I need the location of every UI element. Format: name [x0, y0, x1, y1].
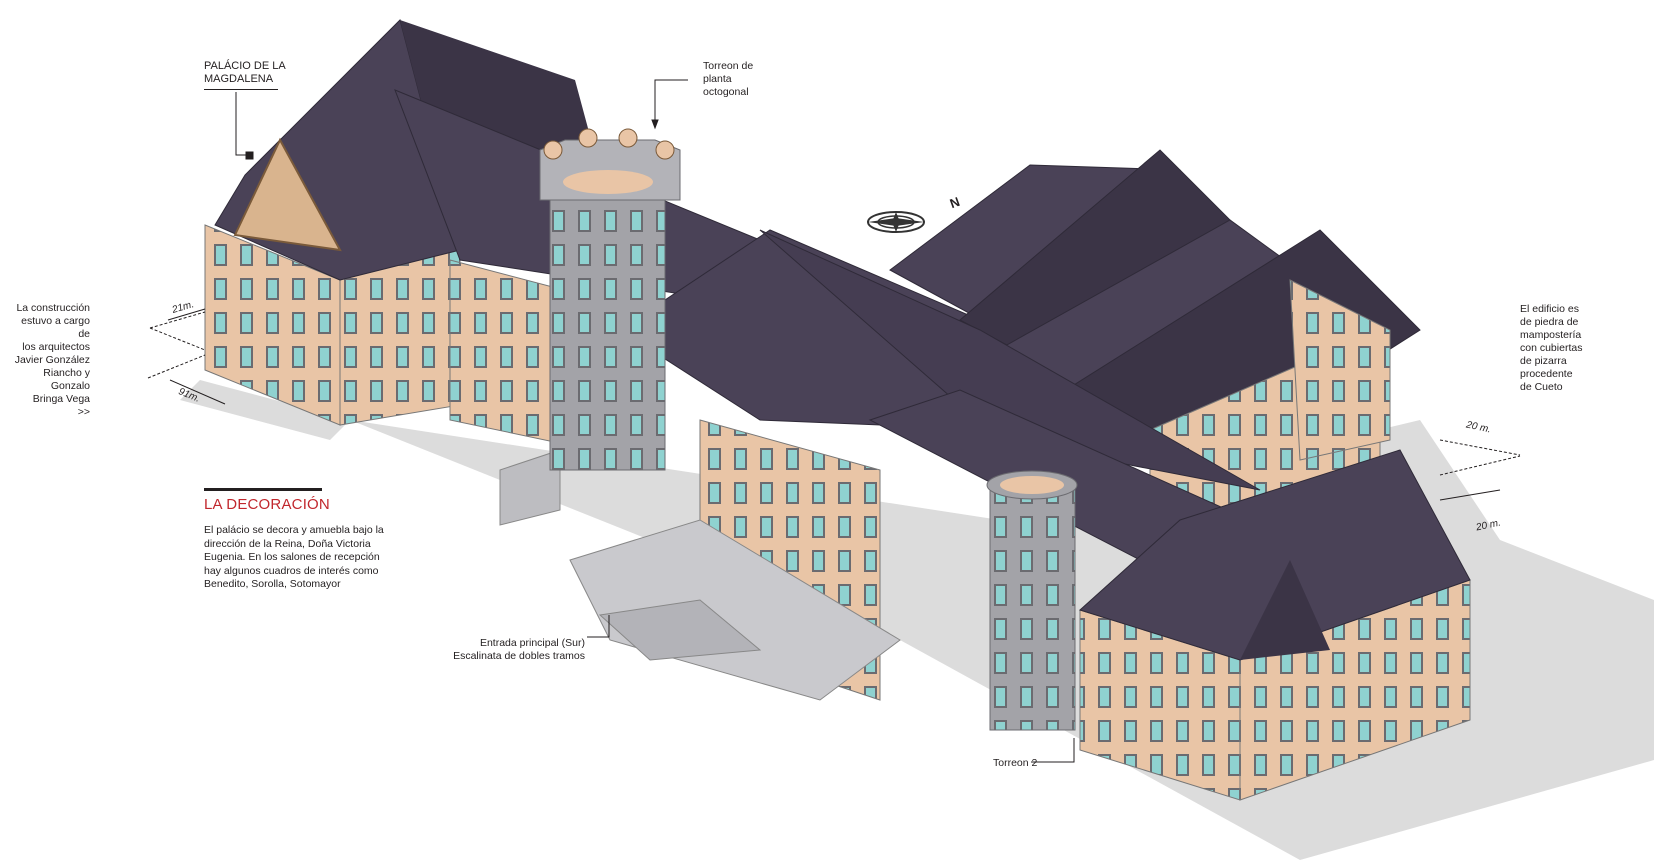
callout-materials: El edificio es de piedra de mampostería …	[1520, 303, 1583, 393]
callout-octagonal-tower: Torreon de planta octogonal	[703, 60, 754, 98]
callout-main-entrance: Entrada principal (Sur) Escalinata de do…	[453, 637, 585, 662]
palace-title: PALÁCIO DE LA MAGDALENA	[204, 60, 286, 85]
callout-architects: La construcción estuvo a cargo de los ar…	[14, 302, 90, 418]
decoration-rule	[204, 488, 322, 491]
dimension-lines	[147, 308, 1521, 501]
lower-right-pavilion	[1079, 449, 1471, 801]
leader-lines	[235, 79, 1075, 763]
decoration-heading: LA DECORACIÓN	[204, 496, 330, 513]
octagonal-tower	[539, 128, 681, 471]
terrace-stairs	[499, 449, 901, 701]
compass-icon	[867, 211, 925, 233]
callout-tower-two: Torreon 2	[993, 757, 1038, 769]
tower-two	[986, 470, 1078, 731]
title-underline	[204, 89, 278, 90]
decoration-body: El palácio se decora y amuebla bajo la d…	[204, 524, 384, 590]
